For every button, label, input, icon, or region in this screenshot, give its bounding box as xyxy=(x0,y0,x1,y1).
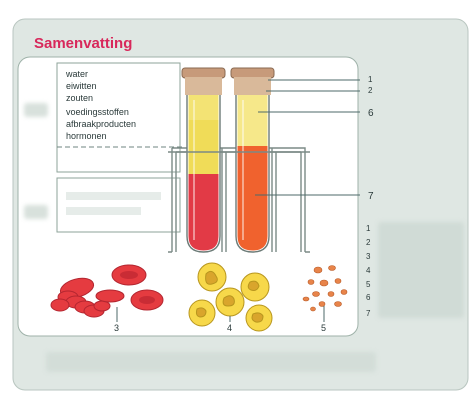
plasma-item: hormonen xyxy=(66,131,107,141)
stopper-left xyxy=(181,67,226,79)
hidden-answer-placeholder xyxy=(24,103,48,117)
legend-number: 6 xyxy=(366,293,371,302)
plasma-item: voedingsstoffen xyxy=(66,107,129,117)
plasma-item: afbraakproducten xyxy=(66,119,136,129)
legend-number: 1 xyxy=(366,224,371,233)
stopper-body-right xyxy=(234,77,271,95)
plasma-components-list: water eiwitten zouten voedingsstoffen af… xyxy=(65,69,136,141)
plasma-layer-right xyxy=(237,95,268,148)
callout-number: 7 xyxy=(368,191,374,202)
cell-number: 4 xyxy=(227,323,232,333)
callout-leaders xyxy=(255,79,360,196)
stopper-body-left xyxy=(185,77,222,95)
tube-rack-front xyxy=(168,151,310,253)
cell-number: 3 xyxy=(114,323,119,333)
white-blood-cells xyxy=(188,262,273,332)
platelets xyxy=(302,265,348,312)
answer-placeholder xyxy=(66,207,141,215)
answer-placeholder xyxy=(66,192,161,200)
blood-cells-layer-left xyxy=(188,174,219,251)
legend-number: 2 xyxy=(366,238,371,247)
blood-cells-layer-right xyxy=(237,146,268,251)
hidden-legend-answers xyxy=(378,222,464,318)
cell-number: 5 xyxy=(321,323,326,333)
legend-number: 3 xyxy=(366,252,371,261)
callout-number: 6 xyxy=(368,108,374,119)
legend-numbers: 1 2 3 4 5 6 7 xyxy=(366,224,371,318)
plasma-item: eiwitten xyxy=(66,81,97,91)
cell-leaders xyxy=(116,306,325,322)
tube-callout-numbers: 1 2 6 7 xyxy=(368,75,374,202)
cell-label-numbers: 3 4 5 xyxy=(114,323,326,333)
stopper-right xyxy=(230,67,275,79)
legend-number: 7 xyxy=(366,309,371,318)
callout-number: 1 xyxy=(368,75,373,84)
legend-number: 5 xyxy=(366,280,371,289)
red-blood-cells xyxy=(50,264,164,318)
hidden-answer-placeholder xyxy=(24,205,48,219)
page-title: Samenvatting xyxy=(34,35,132,52)
legend-number: 4 xyxy=(366,266,371,275)
plasma-item: water xyxy=(65,69,88,79)
plasma-list-box xyxy=(56,62,181,173)
answer-box xyxy=(56,177,181,233)
hidden-summary-answer xyxy=(46,352,376,372)
test-tube-left xyxy=(181,67,226,253)
test-tube-right xyxy=(230,67,275,253)
callout-number: 2 xyxy=(368,86,373,95)
plasma-item: zouten xyxy=(66,93,93,103)
